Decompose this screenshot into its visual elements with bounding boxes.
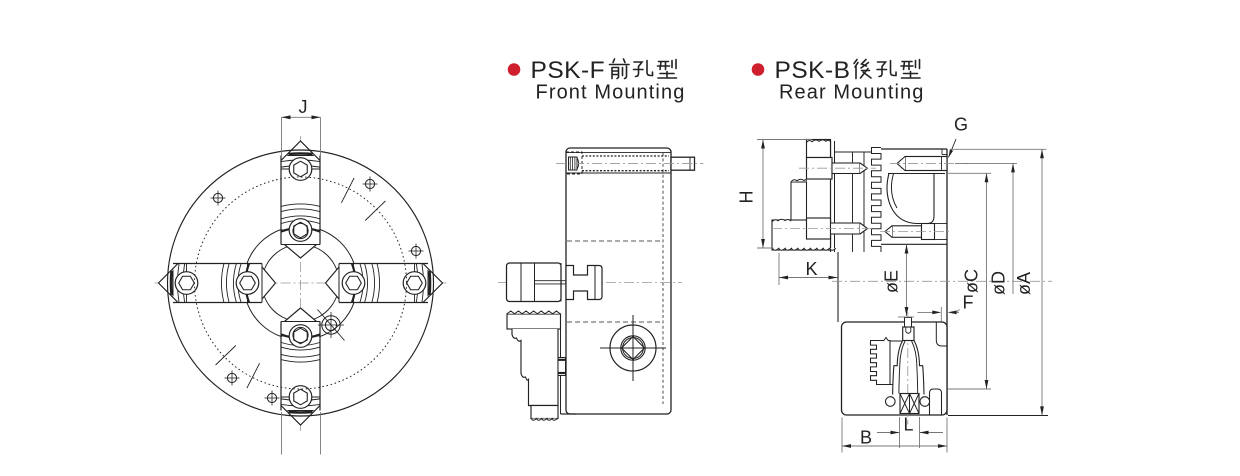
svg-text:øC: øC xyxy=(962,269,982,293)
svg-text:B: B xyxy=(860,428,872,448)
svg-text:G: G xyxy=(954,115,968,135)
svg-text:H: H xyxy=(737,191,757,204)
svg-text:Front Mounting: Front Mounting xyxy=(536,82,686,104)
svg-text:PSK-F: PSK-F xyxy=(531,57,606,84)
svg-text:F: F xyxy=(963,293,974,313)
svg-text:øD: øD xyxy=(989,271,1009,295)
svg-text:Rear Mounting: Rear Mounting xyxy=(779,82,924,104)
svg-text:J: J xyxy=(299,97,308,117)
svg-text:øE: øE xyxy=(882,270,902,293)
svg-text:K: K xyxy=(805,259,817,279)
svg-text:øA: øA xyxy=(1014,272,1034,295)
svg-text:L: L xyxy=(903,415,913,435)
svg-text:PSK-B: PSK-B xyxy=(775,57,851,84)
